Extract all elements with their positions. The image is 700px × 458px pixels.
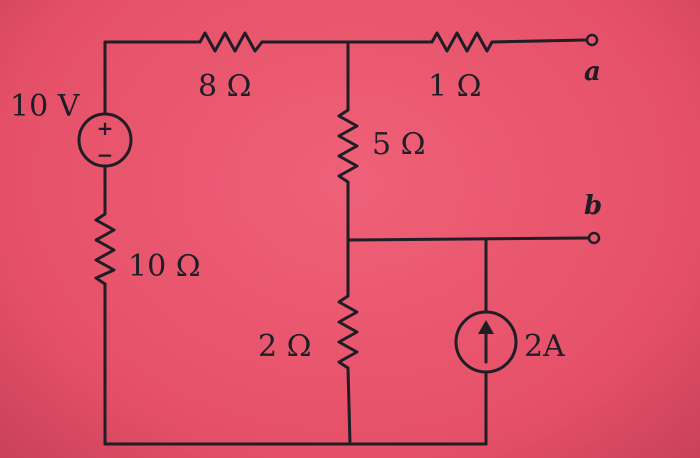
resistor-2-ohm [337, 294, 359, 370]
terminal-a-node [585, 33, 599, 47]
current-source-circle [454, 310, 518, 374]
current-source [454, 310, 518, 374]
wire-to-a [490, 38, 588, 44]
wires [103, 38, 590, 446]
minus-sign: − [97, 143, 114, 167]
resistor-5-ohm [337, 108, 359, 184]
terminal-a-label: a [584, 57, 601, 87]
resistor-8-ohm [198, 31, 264, 53]
wire-mid-bottom [346, 366, 352, 446]
terminal-b-label: b [584, 191, 602, 221]
voltage-source: + − [77, 76, 133, 180]
terminal-b-node [587, 231, 601, 245]
resistor-2-ohm-label: 2 Ω [258, 329, 312, 364]
resistor-10-ohm [94, 212, 116, 286]
voltage-source-label: 10 V [10, 89, 81, 124]
plus-sign: + [97, 116, 114, 140]
resistor-1-ohm [430, 31, 494, 53]
resistor-8-ohm-label: 8 Ω [198, 69, 252, 104]
current-arrow-head [478, 320, 494, 334]
current-source-label: 2A [524, 329, 565, 364]
wire-top-left [103, 40, 202, 80]
resistor-1-ohm-label: 1 Ω [428, 69, 482, 104]
resistor-10-ohm-label: 10 Ω [128, 249, 201, 284]
wire-to-b [346, 236, 590, 242]
resistor-5-ohm-label: 5 Ω [372, 127, 426, 162]
